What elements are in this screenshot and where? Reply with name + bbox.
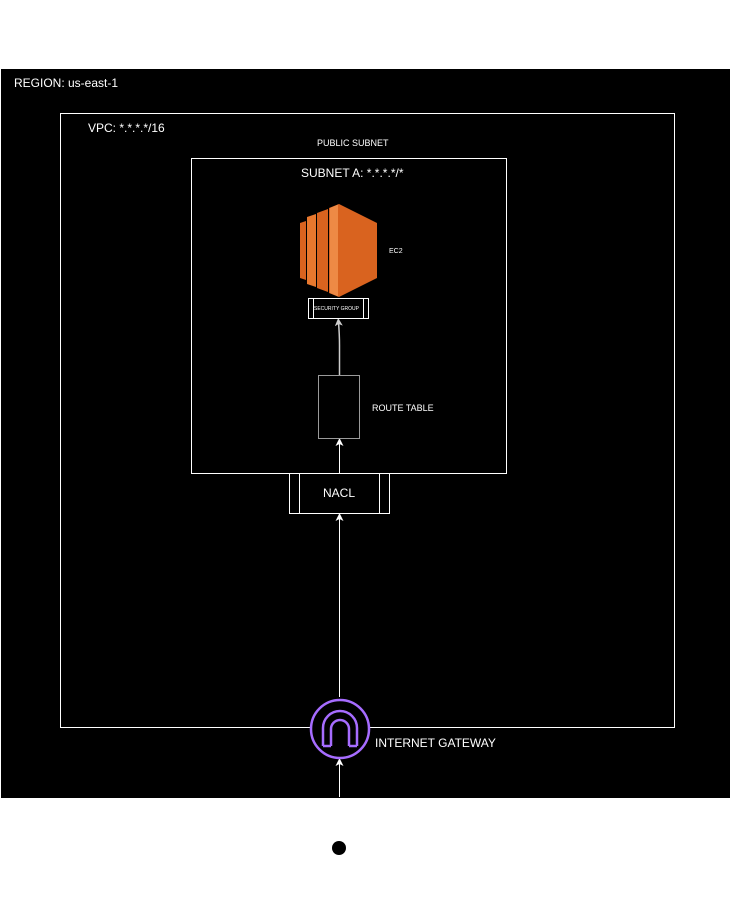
security-group-box[interactable] <box>308 298 369 319</box>
internet-origin-dot <box>332 841 346 855</box>
security-group-label: SECURITY GROUP <box>314 306 359 312</box>
public-subnet-label: PUBLIC SUBNET <box>317 138 389 148</box>
nacl-box[interactable] <box>289 473 390 514</box>
region-container <box>1 69 730 798</box>
route-table-label: ROUTE TABLE <box>372 403 434 413</box>
vpc-label: VPC: *.*.*.*/16 <box>88 121 165 135</box>
security-group-inner-frame <box>313 298 364 319</box>
nacl-label: NACL <box>323 486 356 500</box>
subnet-a-label: SUBNET A: *.*.*.*/* <box>301 166 404 180</box>
region-label: REGION: us-east-1 <box>14 76 119 90</box>
internet-gateway-label: INTERNET GATEWAY <box>375 736 496 750</box>
nacl-inner-frame <box>299 473 380 514</box>
route-table-box[interactable] <box>318 375 360 439</box>
ec2-label: EC2 <box>389 248 403 255</box>
internet-gateway-icon[interactable] <box>309 698 371 760</box>
ec2-instance-icon[interactable] <box>300 204 377 297</box>
